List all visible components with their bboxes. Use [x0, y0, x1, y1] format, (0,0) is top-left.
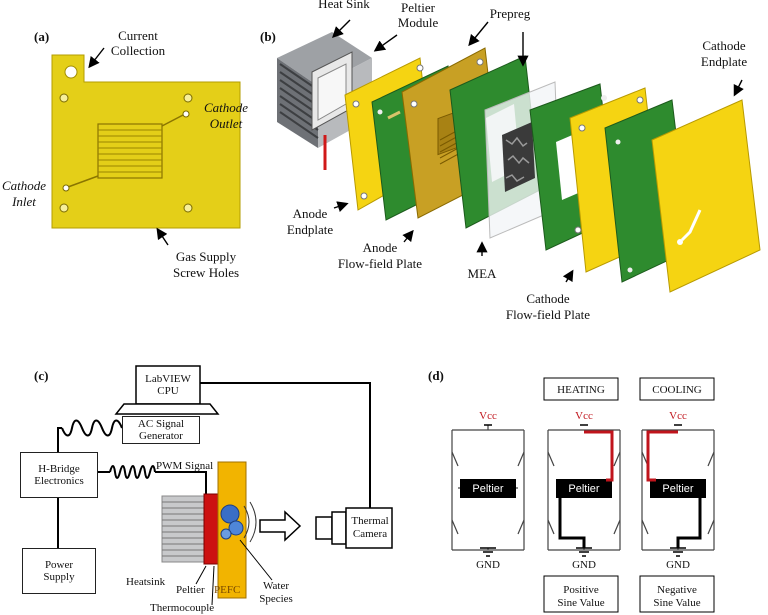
label-anode-flowfield-2: Flow-field Plate: [337, 256, 423, 271]
label-peltier-c: Peltier: [176, 584, 205, 596]
label-prepreg: Prepreg: [489, 6, 531, 21]
view-arrow: [259, 510, 302, 542]
label-vcc-3: Vcc: [669, 410, 687, 422]
label-cathode-flowfield-2: Flow-field Plate: [505, 307, 591, 322]
positive-sine-box: [543, 575, 619, 613]
label-cpu: CPU: [157, 385, 179, 397]
label-peltier-d1: Peltier: [472, 483, 504, 495]
water-species-graphic: [220, 501, 257, 543]
label-cathode-outlet-2: Outlet: [209, 116, 243, 131]
label-cathode-endplate-1: Cathode: [702, 38, 746, 53]
heatsink-graphic: [161, 495, 209, 563]
negative-sine-box: [639, 575, 715, 613]
label-peltier-module-1: Peltier: [401, 0, 435, 15]
label-generator: Generator: [139, 430, 183, 442]
label-gnd-3: GND: [666, 559, 690, 571]
label-cathode-endplate-2: Endplate: [700, 54, 748, 69]
peltier-graphic: [203, 493, 219, 565]
label-supply: Supply: [43, 571, 75, 583]
label-pefc: PEFC: [214, 584, 241, 596]
label-ac-signal: AC Signal: [137, 418, 185, 430]
label-peltier-module-2: Module: [397, 15, 439, 30]
label-labview: LabVIEW: [145, 373, 191, 385]
label-peltier-d3: Peltier: [662, 483, 694, 495]
label-vcc-2: Vcc: [575, 410, 593, 422]
label-cathode-inlet-2: Inlet: [12, 194, 36, 209]
thermal-camera-graphic: [315, 507, 393, 549]
cooling-box: [639, 377, 715, 401]
panel-d-label: (d): [428, 368, 444, 383]
label-peltier-d2: Peltier: [568, 483, 600, 495]
label-cathode-outlet-1: Cathode: [203, 100, 249, 115]
label-pwm-signal: PWM Signal: [156, 460, 214, 472]
label-anode-endplate-2: Endplate: [286, 222, 334, 237]
label-vcc-1: Vcc: [479, 410, 497, 422]
label-electronics: Electronics: [34, 475, 84, 487]
panel-c-label: (c): [34, 368, 49, 383]
label-current: Current: [118, 28, 158, 43]
label-heatsink: Heatsink: [126, 576, 166, 588]
panel-a-plate: [51, 54, 241, 229]
panel-b-label: (b): [260, 29, 276, 44]
label-negative-sine: Sine Value: [653, 597, 701, 609]
label-gas-supply: Gas Supply: [175, 249, 237, 264]
label-species: Species: [259, 593, 293, 605]
label-thermocouple: Thermocouple: [150, 602, 215, 614]
label-water: Water: [263, 580, 289, 592]
label-gnd-2: GND: [572, 559, 596, 571]
heat-sink-graphic: [277, 32, 372, 170]
heating-box: [543, 377, 619, 401]
label-heating: HEATING: [557, 384, 605, 396]
label-anode-flowfield-1: Anode: [362, 240, 398, 255]
label-gnd-1: GND: [476, 559, 500, 571]
label-collection: Collection: [110, 43, 166, 58]
label-cooling: COOLING: [652, 384, 702, 396]
label-thermal: Thermal: [351, 515, 389, 527]
label-mea: MEA: [467, 266, 497, 281]
panel-c-wiring: [57, 365, 371, 548]
label-heat-sink: Heat Sink: [318, 0, 370, 11]
label-positive: Positive: [563, 584, 599, 596]
label-positive-sine: Sine Value: [557, 597, 605, 609]
label-screw-holes: Screw Holes: [172, 265, 240, 280]
label-cathode-flowfield-1: Cathode: [526, 291, 570, 306]
label-camera: Camera: [352, 528, 388, 540]
panel-a-label: (a): [34, 29, 50, 44]
label-power: Power: [44, 559, 74, 571]
label-hbridge: H-Bridge: [38, 463, 80, 475]
label-anode-endplate-1: Anode: [292, 206, 328, 221]
label-cathode-inlet-1: Cathode: [1, 178, 47, 193]
label-negative: Negative: [657, 584, 697, 596]
